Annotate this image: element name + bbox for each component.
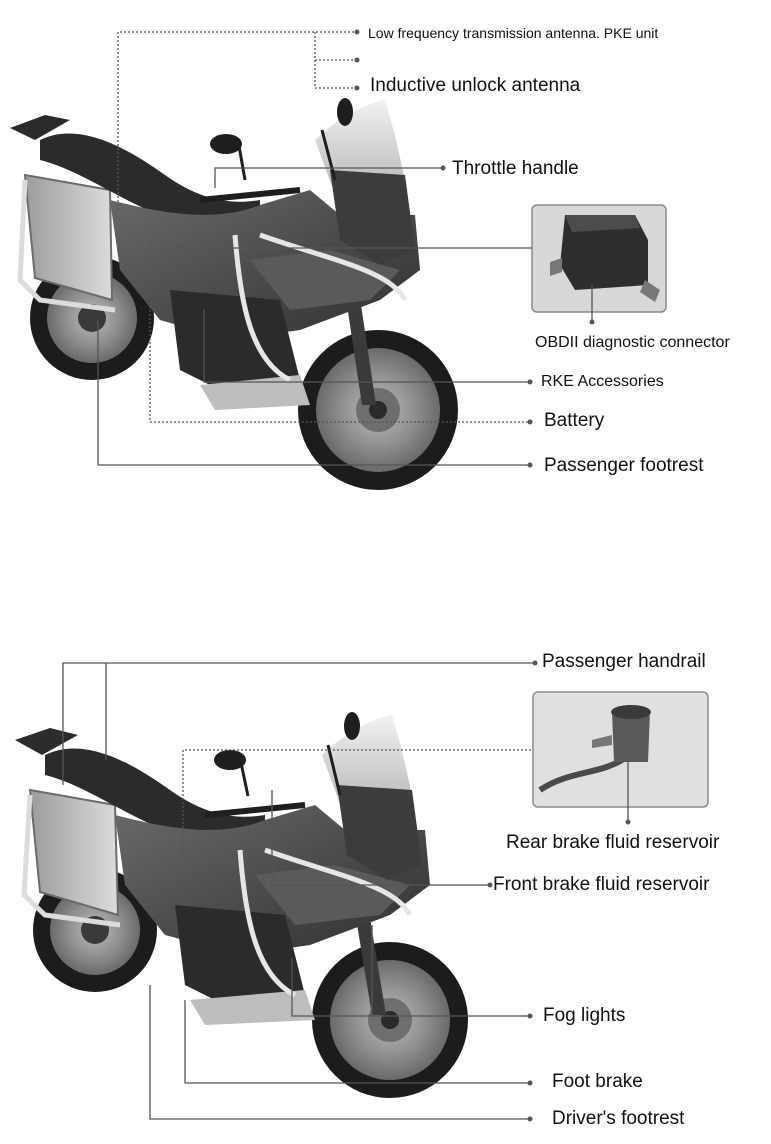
label-rear-brake-reservoir: Rear brake fluid reservoir [506, 832, 720, 853]
dot-battery [527, 419, 533, 425]
label-throttle-handle: Throttle handle [452, 158, 579, 179]
label-passenger-handrail: Passenger handrail [542, 651, 706, 672]
dot-throttle [440, 165, 446, 171]
top-mirror-right [337, 98, 353, 126]
bottom-engine [175, 905, 305, 1015]
leader-pke [117, 31, 357, 210]
leader-rke [203, 310, 530, 383]
label-drivers-footrest: Driver's footrest [552, 1108, 685, 1129]
bottom-front-wheel [312, 942, 468, 1098]
dot-rear-reservoir [625, 819, 631, 825]
label-front-brake-reservoir: Front brake fluid reservoir [493, 874, 710, 895]
reservoir-inset [532, 691, 709, 808]
label-foot-brake: Foot brake [552, 1071, 643, 1092]
dot-middle [354, 57, 360, 63]
leader-fog [291, 958, 530, 1017]
dot-passenger-footrest [527, 462, 533, 468]
dot-foot-brake [527, 1080, 533, 1086]
label-battery: Battery [544, 410, 605, 431]
label-fog-lights: Fog lights [543, 1005, 626, 1026]
leader-driver-footrest [149, 985, 530, 1120]
top-front-fairing [330, 170, 415, 265]
bottom-leader-dots [487, 660, 631, 1122]
leader-rear-reservoir [182, 749, 533, 900]
bottom-mirror-right [344, 712, 360, 740]
bottom-front-fairing [337, 785, 422, 880]
top-leader-dots [354, 29, 595, 468]
bottom-mirror-right-stem [326, 744, 342, 796]
top-mirror-left [210, 134, 242, 154]
leader-front-reservoir [271, 790, 490, 886]
label-rke-accessories: RKE Accessories [541, 373, 664, 390]
leader-foot-brake [184, 1000, 530, 1084]
top-rear-wheel [30, 256, 154, 380]
leader-passenger-footrest [97, 320, 530, 466]
top-handlebar [199, 187, 301, 203]
dot-rke [527, 379, 533, 385]
bottom-pannier-frame [21, 794, 121, 928]
bottom-side-panel [255, 865, 410, 925]
leader-battery [149, 242, 530, 423]
top-luggage-rack [10, 115, 70, 140]
leader-throttle [214, 167, 443, 188]
top-motorcycle-illustration [10, 98, 458, 490]
bottom-luggage-rack [15, 728, 78, 755]
label-passenger-footrest: Passenger footrest [544, 455, 704, 476]
bottom-handlebar [204, 802, 306, 818]
dot-obd [589, 319, 595, 325]
leader-handrail [62, 662, 535, 785]
label-pke-antenna: Low frequency transmission antenna. PKE … [368, 25, 659, 41]
bottom-mirror-left [214, 750, 246, 770]
top-crash-bars [232, 232, 408, 383]
label-obd-connector: OBDII diagnostic connector [535, 334, 730, 351]
dot-driver-footrest [527, 1116, 533, 1122]
dot-pke [354, 29, 360, 35]
dot-front-reservoir [487, 882, 493, 888]
bottom-leader-lines [62, 662, 629, 1120]
dot-inductive [354, 85, 360, 91]
top-side-panel [250, 250, 400, 310]
bottom-motorcycle-illustration [15, 712, 468, 1098]
bottom-pannier [28, 788, 120, 917]
top-pannier [23, 173, 114, 302]
label-inductive-antenna: Inductive unlock antenna [370, 75, 581, 96]
top-pannier-frame [17, 179, 116, 313]
dot-handrail [532, 660, 538, 666]
top-skid-plate [200, 375, 310, 410]
top-mirror-right-stem [320, 129, 337, 181]
dot-fog [527, 1013, 533, 1019]
obd-inset [531, 204, 667, 313]
bottom-crash-bars [237, 847, 413, 998]
top-front-wheel [298, 330, 458, 490]
top-engine [170, 290, 300, 400]
bottom-skid-plate [190, 990, 315, 1025]
top-leader-lines [97, 31, 593, 466]
leader-inductive [314, 32, 357, 89]
